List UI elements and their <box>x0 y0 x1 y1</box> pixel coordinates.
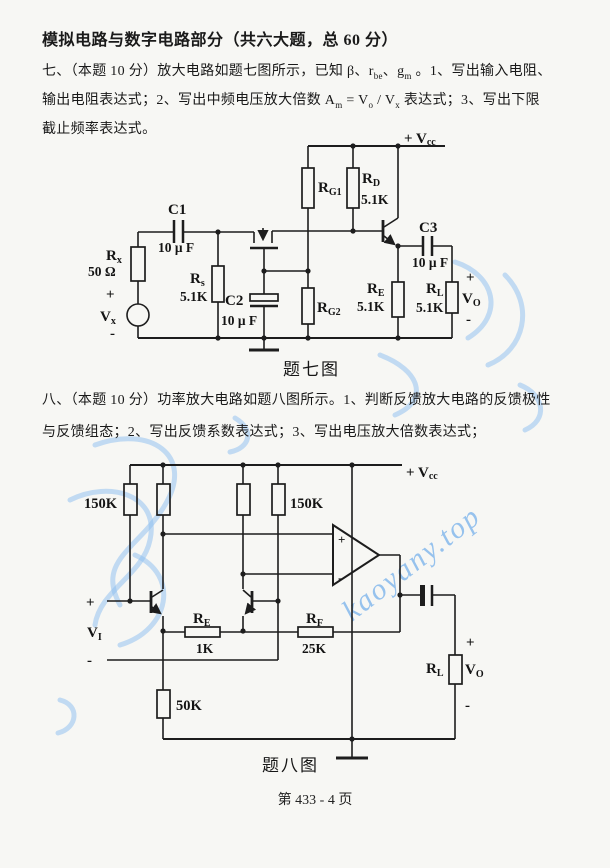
fig7-vcc-label: + Vcc <box>404 131 436 148</box>
watermark-stroke <box>117 552 167 648</box>
question-8-line-1: 八、（本题 10 分）功率放大电路如题八图所示。1、判断反馈放大电路的反馈极性 <box>42 393 551 408</box>
fig8-rl-label: RL <box>426 661 444 679</box>
fig8-vi-plus: + <box>86 595 95 611</box>
fig8-opamp-plus: + <box>338 532 345 547</box>
resistor-50k <box>156 689 171 719</box>
fig7-c1-label: C1 <box>168 202 186 218</box>
transistor-t2 <box>242 589 257 615</box>
fig8-re-value: 1K <box>196 641 214 656</box>
fig8-wires <box>107 464 456 740</box>
transistor-t1 <box>149 589 164 615</box>
fig8-vi-label: VI <box>87 625 102 643</box>
fig7-rl-label: RL <box>426 281 444 299</box>
fig7-vx-plus: + <box>106 287 115 303</box>
resistor-rd <box>346 167 360 209</box>
watermark-stroke <box>377 352 419 418</box>
fig8-junctions <box>127 462 403 742</box>
watermark-stroke <box>55 697 77 736</box>
fig7-re-label: RE <box>367 281 385 299</box>
fig8-rf-label: RF <box>306 611 323 629</box>
mosfet <box>250 228 278 250</box>
fig8-vcc-label: + Vcc <box>406 465 438 482</box>
question-8-line-2: 与反馈组态；2、写出反馈系数表达式；3、写出电压放大倍数表达式； <box>42 425 486 440</box>
resistor-rl <box>448 654 463 685</box>
resistor-rf <box>297 626 334 638</box>
fig7-rs-label: Rs <box>190 271 205 289</box>
fig7-c2-value: 10 μ F <box>221 313 257 328</box>
figure-8-caption: 题八图 <box>262 756 319 775</box>
fig7-rs-value: 5.1K <box>180 289 208 304</box>
watermark-text: kaoyany.top <box>336 499 487 627</box>
figure-7-circuit: + Vcc C1 10 μ F Rx 50 Ω + Vx - Rs 5.1K C… <box>88 131 481 352</box>
resistor-rl <box>445 281 459 314</box>
fig7-vx-minus: - <box>110 326 115 342</box>
page-number: 第 433 - 4 页 <box>277 793 353 808</box>
question-7-line-3: 截止频率表达式。 <box>42 122 157 137</box>
fig7-vo-label: VO <box>462 291 481 309</box>
watermark-stroke <box>485 272 526 368</box>
page-title: 模拟电路与数字电路部分（共六大题，总 60 分） <box>42 32 399 49</box>
resistor-150k-right <box>271 483 286 516</box>
fig8-vo-plus: + <box>466 635 475 651</box>
fig8-150k-right-label: 150K <box>290 496 324 512</box>
watermark-stroke <box>67 488 154 628</box>
bjt-transistor <box>381 217 399 246</box>
fig7-vx-label: Vx <box>100 309 116 327</box>
figure-7-caption: 题七图 <box>283 360 340 379</box>
fig8-vi-minus: - <box>87 653 92 669</box>
fig7-vo-minus: - <box>466 312 471 328</box>
fig7-rd-label: RD <box>362 171 380 189</box>
fig8-vo-minus: - <box>465 698 470 714</box>
fig7-c2-label: C2 <box>225 293 243 309</box>
fig7-rx-label: Rx <box>106 248 122 266</box>
figure-8-circuit: 150K 150K + Vcc + VI - RE 1K RF 25K 50K … <box>84 462 484 760</box>
opamp <box>332 523 381 587</box>
watermark-stroke <box>517 382 544 433</box>
resistor-collector-t1 <box>156 483 171 516</box>
resistor-rg1 <box>301 167 315 209</box>
fig7-rl-value: 5.1K <box>416 300 444 315</box>
fig7-re-value: 5.1K <box>357 299 385 314</box>
fig8-rf-value: 25K <box>302 641 327 656</box>
fig8-opamp-minus: - <box>338 570 342 585</box>
resistor-collector-t2 <box>236 483 251 516</box>
ground-icon <box>336 739 368 760</box>
fig7-vo-plus: + <box>466 270 475 286</box>
resistor-rg2 <box>301 287 315 325</box>
question-7-line-2: 输出电阻表达式；2、写出中频电压放大倍数 Am = Vo / Vx 表达式；3、… <box>42 93 540 110</box>
fig7-junctions <box>215 143 401 341</box>
fig8-re-label: RE <box>193 611 211 629</box>
fig8-150k-left-label: 150K <box>84 496 118 512</box>
resistor-rx <box>130 246 146 282</box>
fig7-rg2-label: RG2 <box>317 300 341 318</box>
resistor-re <box>391 281 405 318</box>
question-7-line-1: 七、（本题 10 分）放大电路如题七图所示，已知 β、rbe、gm 。1、写出输… <box>42 64 552 81</box>
fig7-rg1-label: RG1 <box>318 180 342 198</box>
watermark-stroke <box>227 415 250 455</box>
watermark-stroke <box>452 259 494 341</box>
capacitor-c2 <box>249 293 279 308</box>
fig7-c3-label: C3 <box>419 220 437 236</box>
resistor-rs <box>211 265 225 303</box>
resistor-150k-left <box>123 483 138 516</box>
fig8-vo-label: VO <box>465 662 484 680</box>
resistor-re <box>184 626 221 638</box>
source-vx <box>126 303 150 327</box>
fig7-rd-value: 5.1K <box>361 192 389 207</box>
capacitor-c3 <box>421 236 434 256</box>
fig7-c3-value: 10 μ F <box>412 255 448 270</box>
capacitor-output <box>420 585 434 606</box>
fig7-c1-value: 10 μ F <box>158 240 194 255</box>
capacitor-c1 <box>172 220 185 243</box>
fig7-rx-value: 50 Ω <box>88 264 116 279</box>
watermark-stroke <box>92 436 178 608</box>
fig8-50k-label: 50K <box>176 698 203 714</box>
